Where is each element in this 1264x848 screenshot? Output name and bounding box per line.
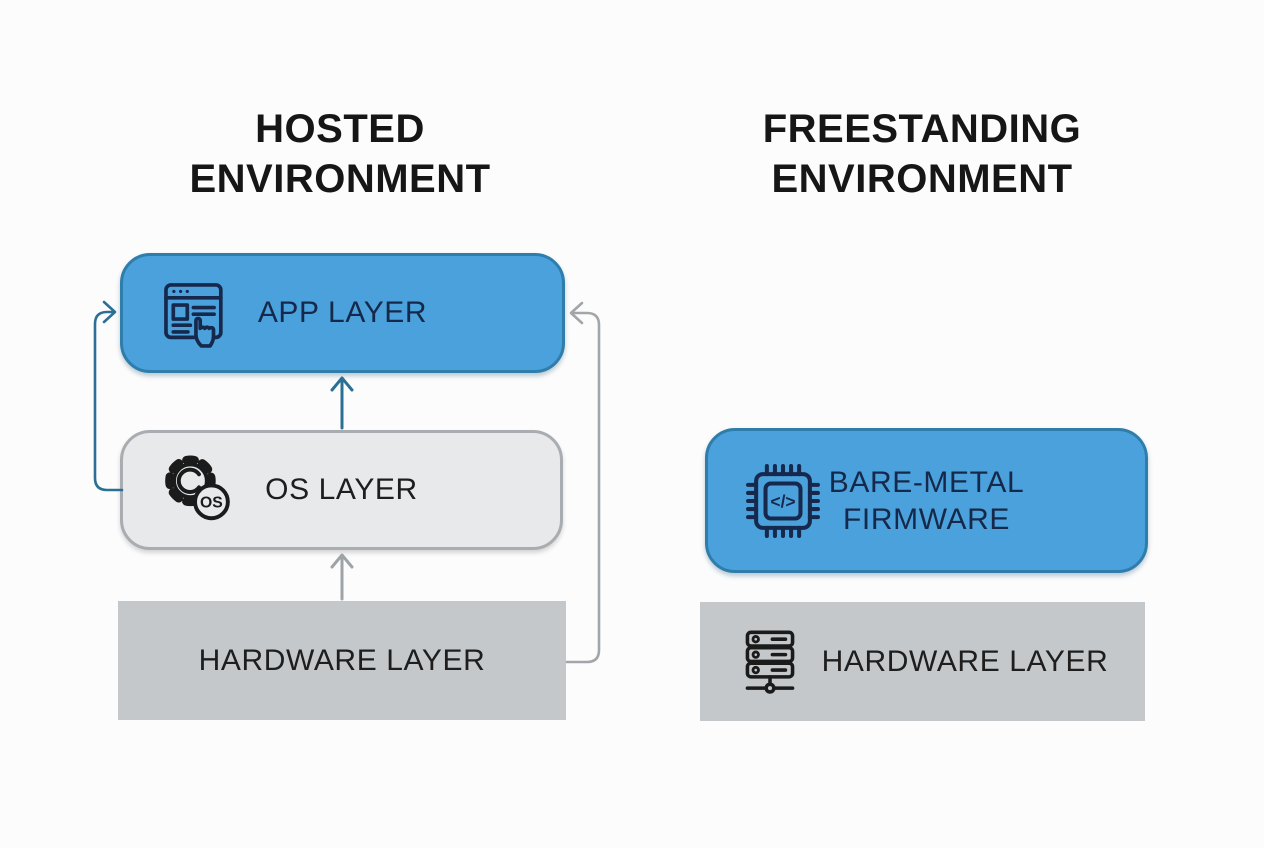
- bare-metal-firmware-label: BARE-METAL FIRMWARE: [828, 465, 1025, 536]
- hosted-hardware-layer-box: HARDWARE LAYER: [118, 601, 566, 720]
- arrow-hardware-to-app-loop: [565, 301, 601, 664]
- bare-metal-firmware-box: </> BARE-METAL FIRMWARE: [705, 428, 1148, 573]
- app-layer-box: APP LAYER: [120, 253, 565, 373]
- freestanding-environment-title: FREESTANDING ENVIRONMENT: [762, 107, 1082, 201]
- hosted-environment-title: HOSTED ENVIRONMENT: [189, 107, 491, 201]
- app-layer-label: APP LAYER: [257, 296, 428, 329]
- freestanding-hardware-layer-box: HARDWARE LAYER: [700, 602, 1145, 721]
- freestanding-hardware-layer-label: HARDWARE LAYER: [821, 644, 1109, 678]
- arrow-os-to-app: [330, 376, 354, 430]
- hosted-hardware-layer-label: HARDWARE LAYER: [198, 643, 486, 677]
- server-rack-icon: [732, 624, 808, 700]
- os-badge-text: OS: [200, 495, 223, 512]
- arrow-os-to-app-loop: [93, 300, 124, 492]
- os-layer-box: OS OS LAYER: [120, 430, 563, 550]
- chip-code-text: </>: [770, 491, 795, 511]
- app-window-pointer-icon: [155, 274, 233, 352]
- arrow-hardware-to-os: [330, 553, 354, 601]
- os-layer-label: OS LAYER: [265, 473, 418, 506]
- gear-os-icon: OS: [155, 448, 239, 532]
- chip-code-icon: </>: [740, 458, 826, 544]
